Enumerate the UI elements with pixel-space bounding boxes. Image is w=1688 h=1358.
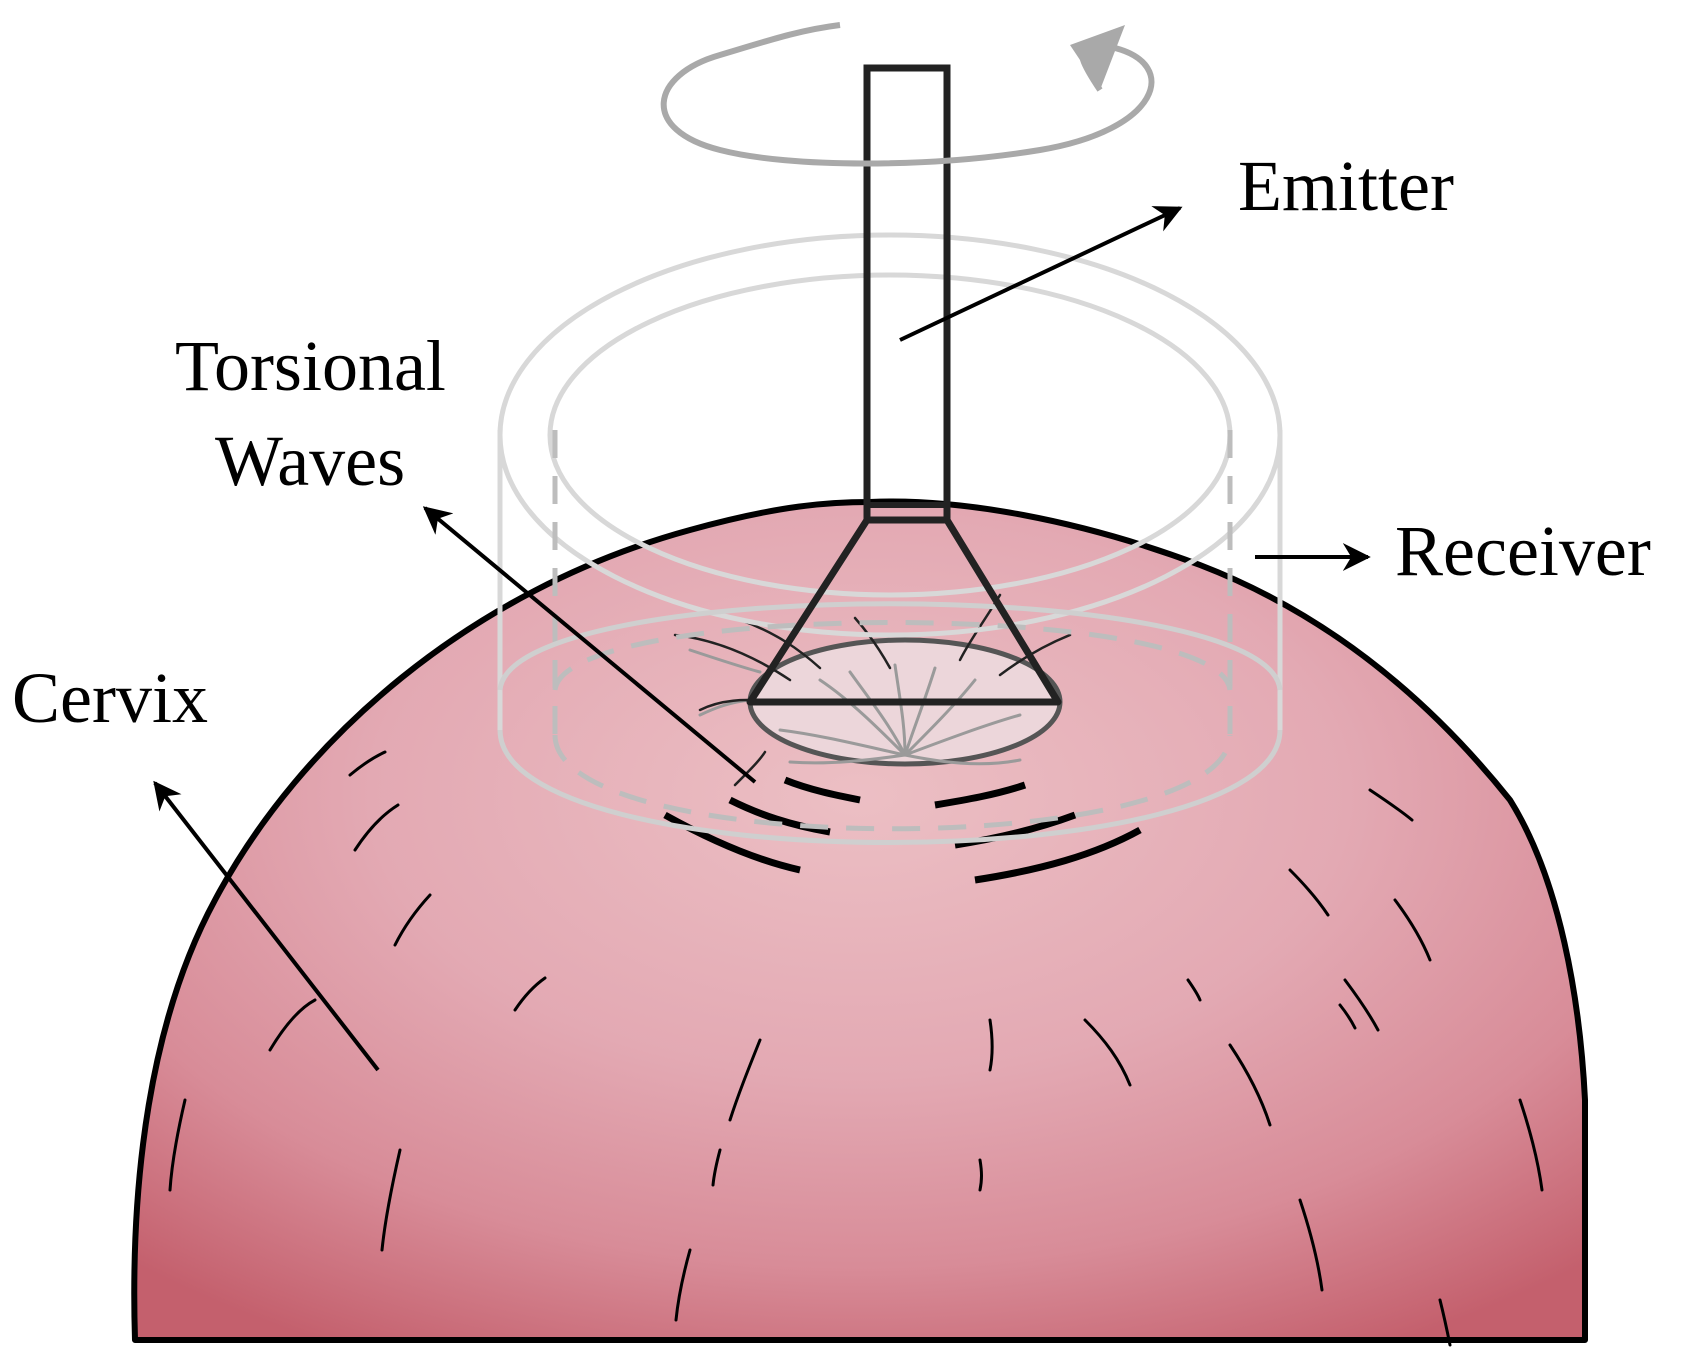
emitter-label: Emitter xyxy=(1238,146,1454,226)
wave-arc xyxy=(663,811,801,874)
receiver-ring xyxy=(497,232,1283,845)
emitter-probe xyxy=(746,64,1062,706)
receiver-label: Receiver xyxy=(1395,511,1651,591)
rotation-arrow-icon xyxy=(660,22,1155,167)
wave-arc xyxy=(974,826,1142,884)
torsional-waves-label-line1: Torsional xyxy=(175,326,446,406)
torsional-waves-label-line2: Waves xyxy=(215,421,405,501)
emitter-rod xyxy=(863,64,951,524)
cervix-arrow xyxy=(153,780,380,1072)
emitter-cone xyxy=(746,516,1062,706)
cervix-body xyxy=(131,498,1588,1343)
label-arrows xyxy=(153,206,1371,1072)
torsional-waves-arrow xyxy=(422,506,757,784)
tissue-texture xyxy=(168,750,1544,1347)
wave-arc xyxy=(783,776,861,804)
torsional-wave-arcs xyxy=(663,776,1142,884)
cervix-label: Cervix xyxy=(12,658,208,738)
wave-arc xyxy=(934,781,1027,809)
wave-arc xyxy=(728,796,831,836)
emitter-arrow xyxy=(899,206,1183,342)
fiber-strands xyxy=(688,648,1022,766)
